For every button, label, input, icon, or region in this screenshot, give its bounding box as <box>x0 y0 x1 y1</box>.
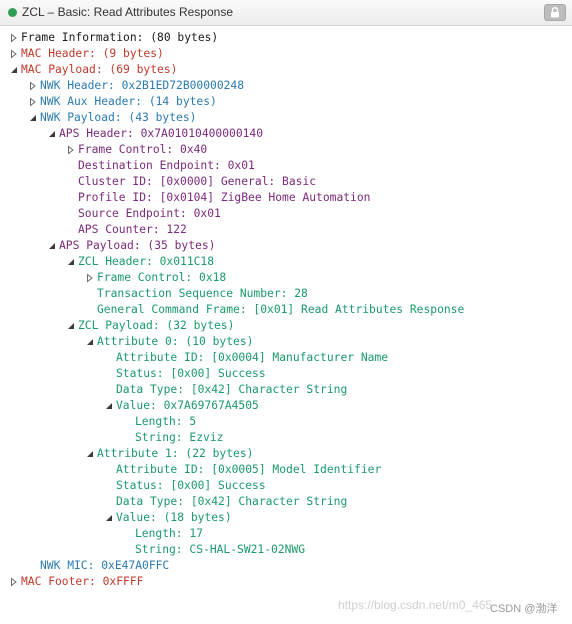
collapse-triangle-icon[interactable] <box>104 401 114 411</box>
tree-row-label: String: Ezviz <box>135 431 224 444</box>
collapse-triangle-icon[interactable] <box>66 257 76 267</box>
tree-row-label: MAC Header: (9 bytes) <box>21 47 164 60</box>
expand-triangle-icon[interactable] <box>85 273 95 283</box>
tree-row-label: Attribute 0: (10 bytes) <box>97 335 254 348</box>
tree-row-label: APS Header: 0x7A01010400000140 <box>59 127 264 140</box>
tree-row-label: Data Type: [0x42] Character String <box>116 383 348 396</box>
tree-row-label: Attribute ID: [0x0004] Manufacturer Name <box>116 351 389 364</box>
tree-row[interactable]: NWK MIC: 0xE47A0FFC <box>0 558 572 574</box>
tree-row[interactable]: NWK Aux Header: (14 bytes) <box>0 94 572 110</box>
expand-triangle-icon[interactable] <box>28 81 38 91</box>
collapse-triangle-icon[interactable] <box>9 65 19 75</box>
tree-row-label: NWK MIC: 0xE47A0FFC <box>40 559 170 572</box>
collapse-triangle-icon[interactable] <box>85 337 95 347</box>
tree-row-label: ZCL Payload: (32 bytes) <box>78 319 235 332</box>
window-title: ZCL – Basic: Read Attributes Response <box>22 5 233 19</box>
collapse-triangle-icon[interactable] <box>104 513 114 523</box>
tree-row[interactable]: General Command Frame: [0x01] Read Attri… <box>0 302 572 318</box>
title-bar: ZCL – Basic: Read Attributes Response <box>0 0 572 26</box>
tree-row[interactable]: Source Endpoint: 0x01 <box>0 206 572 222</box>
tree-row[interactable]: Length: 17 <box>0 526 572 542</box>
tree-row-label: Profile ID: [0x0104] ZigBee Home Automat… <box>78 191 371 204</box>
collapse-triangle-icon[interactable] <box>85 449 95 459</box>
collapse-triangle-icon[interactable] <box>47 241 57 251</box>
tree-row-label: Value: (18 bytes) <box>116 511 232 524</box>
tree-row-label: Cluster ID: [0x0000] General: Basic <box>78 175 317 188</box>
tree-row-label: Frame Control: 0x18 <box>97 271 227 284</box>
tree-row[interactable]: ZCL Header: 0x011C18 <box>0 254 572 270</box>
collapse-triangle-icon[interactable] <box>66 321 76 331</box>
expand-triangle-icon[interactable] <box>9 33 19 43</box>
tree-row-label: MAC Footer: 0xFFFF <box>21 575 144 588</box>
tree-row-label: Length: 5 <box>135 415 197 428</box>
tree-row-label: Frame Control: 0x40 <box>78 143 208 156</box>
tree-row[interactable]: String: Ezviz <box>0 430 572 446</box>
status-dot-icon <box>8 8 17 17</box>
expand-triangle-icon[interactable] <box>9 49 19 59</box>
tree-row-label: Length: 17 <box>135 527 204 540</box>
tree-row-label: Data Type: [0x42] Character String <box>116 495 348 508</box>
tree-row[interactable]: Attribute 0: (10 bytes) <box>0 334 572 350</box>
collapse-triangle-icon[interactable] <box>28 113 38 123</box>
tree-row[interactable]: Status: [0x00] Success <box>0 478 572 494</box>
tree-row[interactable]: Frame Information: (80 bytes) <box>0 30 572 46</box>
tree-row-label: APS Payload: (35 bytes) <box>59 239 216 252</box>
tree-row[interactable]: Attribute ID: [0x0005] Model Identifier <box>0 462 572 478</box>
tree-row[interactable]: NWK Payload: (43 bytes) <box>0 110 572 126</box>
expand-triangle-icon[interactable] <box>28 97 38 107</box>
tree-row-label: String: CS-HAL-SW21-02NWG <box>135 543 306 556</box>
lock-button[interactable] <box>544 4 566 21</box>
tree-row-label: NWK Payload: (43 bytes) <box>40 111 197 124</box>
tree-row[interactable]: String: CS-HAL-SW21-02NWG <box>0 542 572 558</box>
tree-row[interactable]: Data Type: [0x42] Character String <box>0 494 572 510</box>
tree-row[interactable]: Length: 5 <box>0 414 572 430</box>
tree-row[interactable]: Frame Control: 0x40 <box>0 142 572 158</box>
tree-row[interactable]: Attribute ID: [0x0004] Manufacturer Name <box>0 350 572 366</box>
tree-row-label: Attribute 1: (22 bytes) <box>97 447 254 460</box>
tree-row[interactable]: NWK Header: 0x2B1ED72B00000248 <box>0 78 572 94</box>
watermark: https://blog.csdn.net/m0_465 <box>338 598 493 612</box>
lock-icon <box>551 7 559 18</box>
tree-row-label: MAC Payload: (69 bytes) <box>21 63 178 76</box>
tree-row[interactable]: Destination Endpoint: 0x01 <box>0 158 572 174</box>
tree-row[interactable]: Cluster ID: [0x0000] General: Basic <box>0 174 572 190</box>
tree-row-label: NWK Aux Header: (14 bytes) <box>40 95 217 108</box>
tree-row-label: ZCL Header: 0x011C18 <box>78 255 215 268</box>
tree-row[interactable]: Value: 0x7A69767A4505 <box>0 398 572 414</box>
tree-row[interactable]: APS Counter: 122 <box>0 222 572 238</box>
tree-row[interactable]: Data Type: [0x42] Character String <box>0 382 572 398</box>
tree-row-label: Transaction Sequence Number: 28 <box>97 287 308 300</box>
packet-detail-tree: Frame Information: (80 bytes) MAC Header:… <box>0 30 572 590</box>
tree-row-label: APS Counter: 122 <box>78 223 187 236</box>
tree-row[interactable]: MAC Header: (9 bytes) <box>0 46 572 62</box>
expand-triangle-icon[interactable] <box>9 577 19 587</box>
tree-row[interactable]: Status: [0x00] Success <box>0 366 572 382</box>
tree-row-label: Source Endpoint: 0x01 <box>78 207 221 220</box>
tree-row-label: Status: [0x00] Success <box>116 367 266 380</box>
tree-row[interactable]: ZCL Payload: (32 bytes) <box>0 318 572 334</box>
credit-label: CSDN @渤洋 <box>490 603 558 615</box>
collapse-triangle-icon[interactable] <box>47 129 57 139</box>
expand-triangle-icon[interactable] <box>66 145 76 155</box>
tree-row-label: NWK Header: 0x2B1ED72B00000248 <box>40 79 245 92</box>
tree-row[interactable]: APS Header: 0x7A01010400000140 <box>0 126 572 142</box>
tree-row[interactable]: Frame Control: 0x18 <box>0 270 572 286</box>
tree-row[interactable]: APS Payload: (35 bytes) <box>0 238 572 254</box>
tree-row-label: General Command Frame: [0x01] Read Attri… <box>97 303 465 316</box>
tree-row-label: Frame Information: (80 bytes) <box>21 31 219 44</box>
tree-row-label: Destination Endpoint: 0x01 <box>78 159 255 172</box>
tree-row[interactable]: Profile ID: [0x0104] ZigBee Home Automat… <box>0 190 572 206</box>
tree-row-label: Attribute ID: [0x0005] Model Identifier <box>116 463 382 476</box>
tree-row[interactable]: MAC Footer: 0xFFFF <box>0 574 572 590</box>
tree-row[interactable]: MAC Payload: (69 bytes) <box>0 62 572 78</box>
tree-row[interactable]: Value: (18 bytes) <box>0 510 572 526</box>
tree-row-label: Status: [0x00] Success <box>116 479 266 492</box>
tree-row[interactable]: Attribute 1: (22 bytes) <box>0 446 572 462</box>
tree-row[interactable]: Transaction Sequence Number: 28 <box>0 286 572 302</box>
tree-row-label: Value: 0x7A69767A4505 <box>116 399 259 412</box>
